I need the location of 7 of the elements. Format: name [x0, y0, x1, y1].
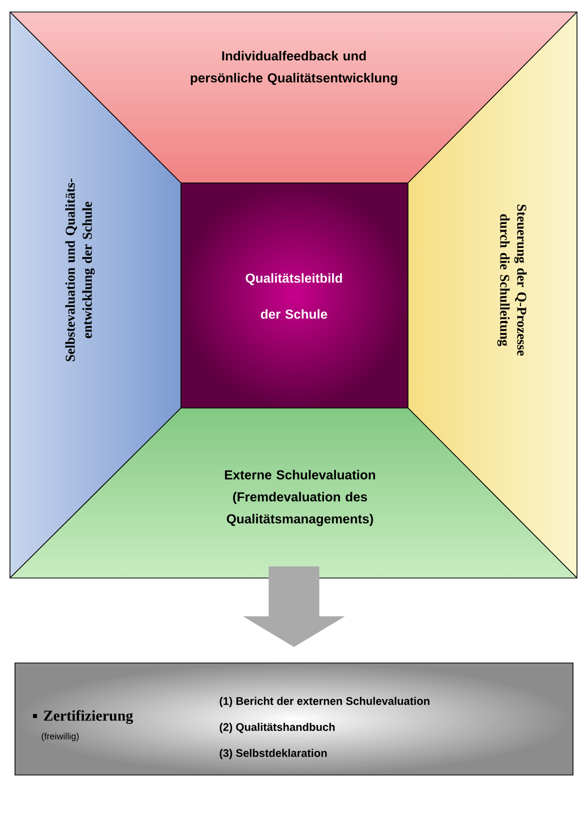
list-item: (2) Qualitätshandbuch [220, 722, 335, 734]
heading-text: Zertifizierung [44, 710, 134, 724]
note-text: (freiwillig) [42, 732, 79, 742]
list-item: (1) Bericht der externen Schulevaluation [220, 696, 430, 708]
square-panel: Qualitätsleitbild der Schule [180, 182, 408, 408]
block-arrow [242, 566, 346, 647]
list-item: (3) Selbstdeklaration [220, 748, 327, 760]
